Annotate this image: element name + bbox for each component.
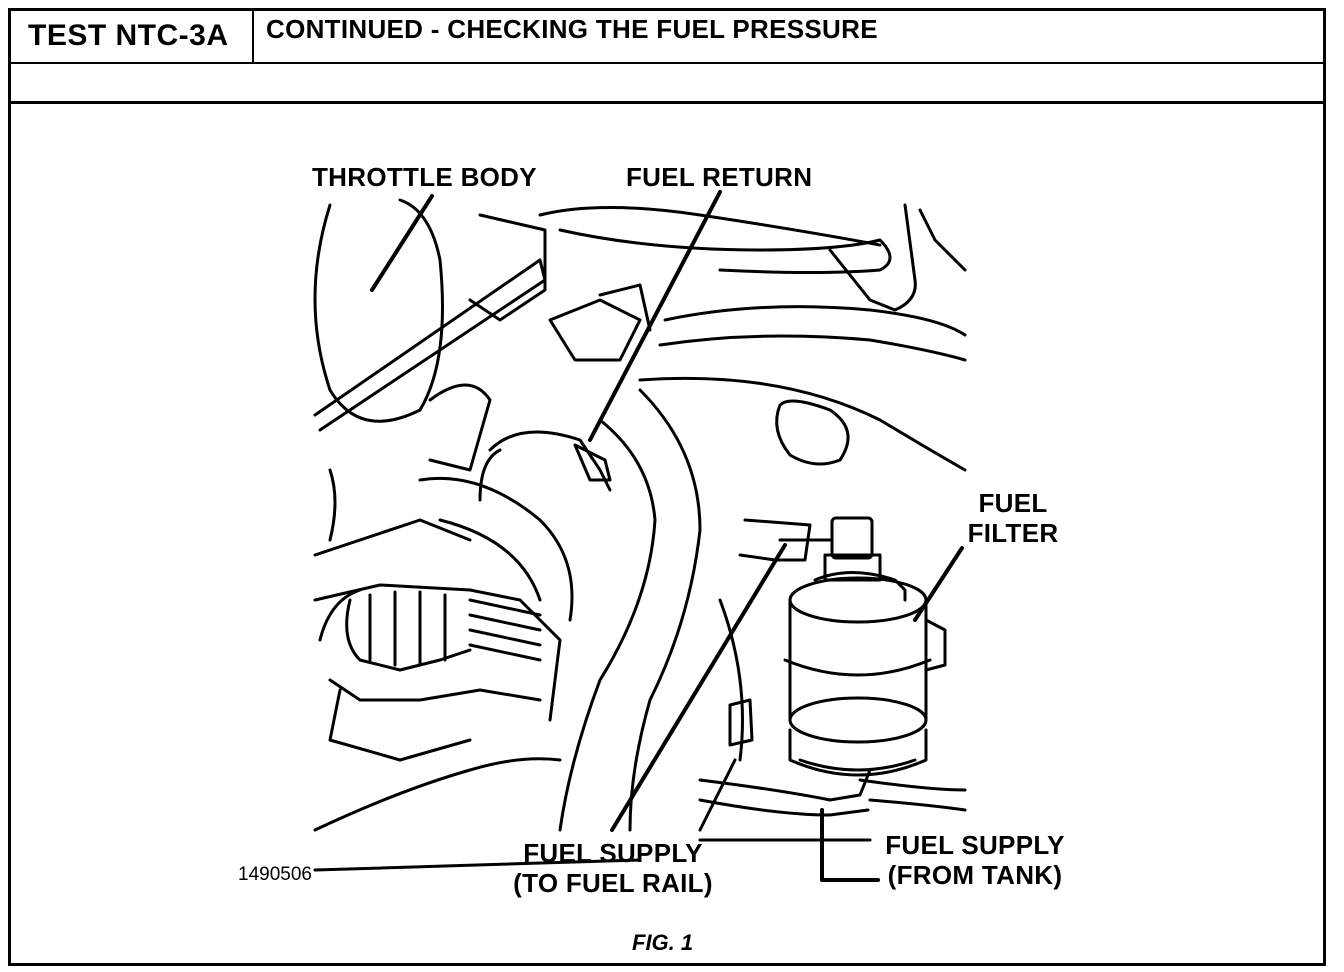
- leader-fuel-supply-rail: [610, 543, 787, 832]
- figure-id: 1490506: [238, 864, 312, 885]
- label-fuel-filter: FUEL FILTER: [967, 488, 1059, 548]
- figure-caption: FIG. 1: [632, 930, 694, 955]
- page-title: CONTINUED - CHECKING THE FUEL PRESSURE: [266, 14, 878, 44]
- label-fuel-supply-tank: FUEL SUPPLY (FROM TANK): [885, 830, 1065, 890]
- label-fuel-return: FUEL RETURN: [626, 162, 813, 192]
- header-subrow: [8, 64, 1326, 104]
- fuel-filter: [783, 516, 947, 777]
- leader-fuel-supply-tank: [820, 808, 880, 882]
- fuel-hose: [558, 418, 657, 832]
- label-fuel-supply-rail: FUEL SUPPLY (TO FUEL RAIL): [513, 838, 713, 898]
- page-frame: [8, 8, 1326, 966]
- leader-fuel-filter: [913, 546, 964, 622]
- test-id: TEST NTC-3A: [8, 8, 254, 64]
- leader-fuel-return: [588, 190, 722, 442]
- header-row: [8, 8, 1326, 64]
- label-throttle-body: THROTTLE BODY: [312, 162, 537, 192]
- throttle-body-housing: [313, 198, 444, 423]
- leader-throttle-body: [370, 194, 434, 292]
